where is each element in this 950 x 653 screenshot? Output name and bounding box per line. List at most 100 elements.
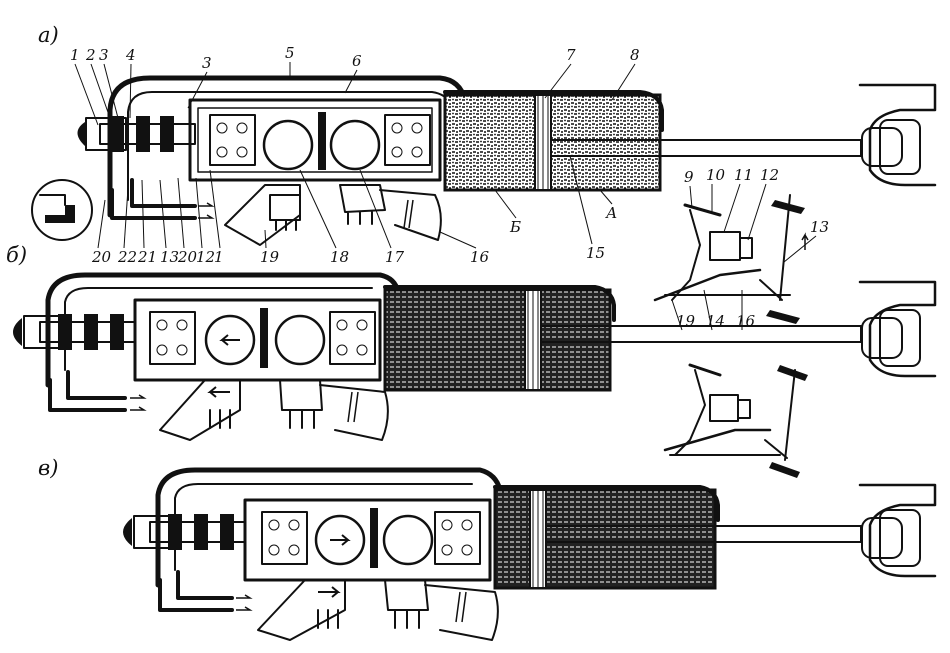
leader-line [195,177,203,249]
panel-b-cylinder-body [133,298,382,382]
panel-a-ball-joint-18 [262,119,314,171]
inset-bottom-reservoir [709,394,739,422]
inset-steering-linkage-bottom [663,363,808,478]
panel-label-b: б) [6,243,27,267]
panel-b-bearing-left [149,311,196,365]
panel-b-bearing-right [329,311,376,365]
panel-v-hydraulic-chamber [493,488,717,590]
panel-a-bearing-right [384,114,431,166]
panel-a-callout-bottom-8: 18 [330,248,349,266]
panel-label-a: а) [38,23,59,47]
panel-a-assembly [31,75,937,246]
panel-v-ball-joint-left [314,514,366,566]
panel-a-hydraulic-chamber [443,93,662,192]
panel-b-arrow-left-icon [219,334,240,346]
inset-top-callout-3: 12 [760,166,779,184]
leader-line [494,189,517,219]
leader-line [141,179,145,249]
panel-a-callout-top-1: 2 [85,46,96,64]
panel-a-callout-bottom-0: 20 [91,248,112,266]
panel-a-valve-spool [99,116,196,152]
inset-bottom-steering-wheel [688,363,722,377]
inset-top-reservoir-11 [709,231,741,261]
leader-line [439,231,477,249]
panel-v-assembly [123,467,937,641]
leader-line [74,63,99,126]
leader-line [703,289,713,331]
panel-v-bearing-right [434,511,481,565]
panel-b-end-cap [13,318,22,346]
leader-line [187,71,208,109]
leader-line [97,199,106,249]
panel-v-bearing-left [261,511,308,565]
inset-top-callout-0: 9 [684,168,694,186]
panel-a-arm-16 [379,189,442,241]
panel-b-rod-end [858,280,937,378]
leader-line [359,169,392,249]
panel-a-callout-bottom-3: 13 [160,248,179,266]
panel-a-callout-bottom-12: 15 [586,244,605,262]
panel-a-callout-top-3: 4 [125,46,136,64]
leader-line [747,183,767,241]
inset-top-callout-1: 10 [706,166,726,184]
panel-a-bearing-left [209,114,256,166]
panel-b-ball-joint-left [204,314,256,366]
panel-b-assembly [13,272,937,441]
panel-label-v: в) [38,456,58,480]
leader-line [177,177,185,249]
panel-a-detail-inset [31,179,93,241]
inset-steering-linkage-top [653,194,809,324]
panel-a-callout-top-0: 1 [70,46,80,64]
leader-line [103,63,119,119]
leader-line [159,179,167,249]
panel-a-callout-top-5: 5 [285,44,295,62]
panel-a-callout-top-7: 7 [566,46,576,64]
panel-a-callout-bottom-11: Б [509,218,521,236]
panel-v-arrow-arm-icon [318,586,341,598]
leader-line [599,189,613,205]
panel-a-callout-bottom-6: 1 [214,248,224,266]
panel-v-rod-end [858,483,937,578]
inset-top-callout-2: 11 [734,166,753,184]
panel-b-valve-spool [39,314,136,350]
panel-v-pitman-arm [257,579,346,641]
panel-a-end-cap [77,122,85,146]
inset-top-callout-4: 13 [810,218,829,236]
panel-a-callout-top-2: 3 [99,46,109,64]
panel-a-rod-end [858,83,937,187]
panel-b-pitman-arm [159,379,241,441]
panel-v-arrow-right-icon [330,534,351,546]
panel-a-callout-top-4: 3 [202,54,212,72]
panel-a-callout-bottom-13: А [605,204,617,222]
panel-v-cylinder-body [243,498,492,582]
leader-line [299,169,337,249]
panel-b-arrow-arm-icon [207,386,230,398]
panel-a-callout-bottom-4: 20 [177,248,198,266]
leader-line [544,63,572,99]
panel-a-cylinder-body [188,98,442,182]
panel-a-callout-bottom-5: 12 [196,248,215,266]
leader-line [344,69,358,94]
leader-line [264,229,267,249]
leader-line [90,63,111,119]
panel-a-callout-bottom-9: 17 [385,248,405,266]
panel-a-callout-bottom-2: 21 [137,248,157,266]
leader-line [611,63,636,101]
panel-b-hydraulic-chamber [383,288,612,392]
panel-b-ball-joint-right [274,314,326,366]
panel-v-ball-joint-right [382,514,434,566]
leader-line [723,183,741,233]
leader-line [129,63,132,119]
leader-line [689,185,693,209]
panel-v-valve-spool [149,514,246,550]
leader-line [123,187,129,249]
leader-line [671,299,683,331]
panel-a-callout-top-8: 8 [630,46,640,64]
panel-a-callout-bottom-7: 19 [260,248,280,266]
inset-top-callout-7: 16 [736,312,756,330]
panel-a-callout-top-6: 6 [352,52,362,70]
leader-line [569,155,593,245]
